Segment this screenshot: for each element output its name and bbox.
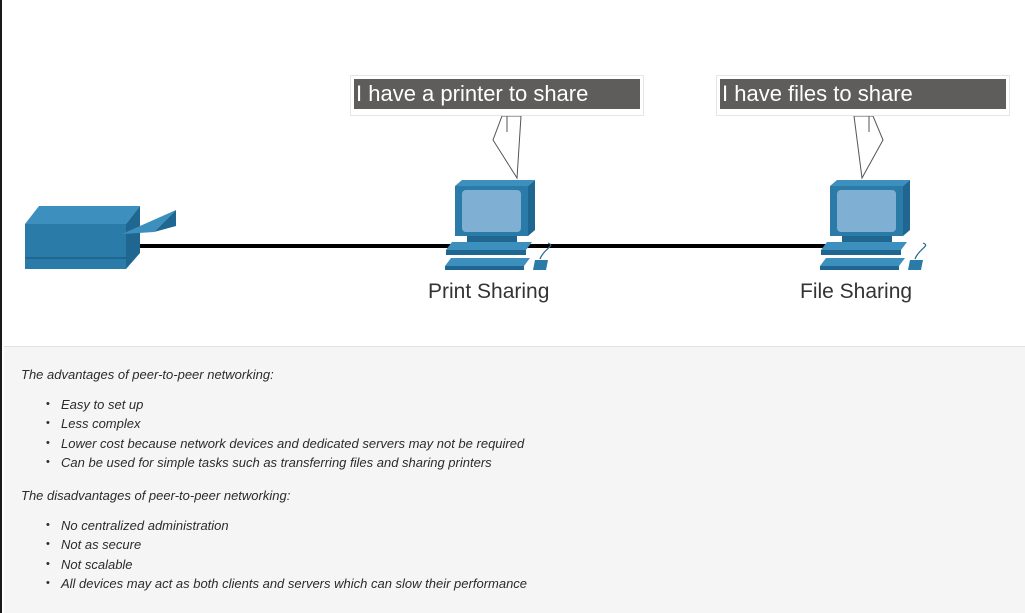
list-item: Not scalable [44, 555, 527, 575]
network-diagram: I have a printer to share I have files t… [4, 0, 1025, 346]
list-item: Can be used for simple tasks such as tra… [44, 453, 524, 473]
pc-icon-print-sharing [445, 180, 552, 270]
speech-bubble-printer-text: I have a printer to share [354, 79, 640, 109]
label-print-sharing: Print Sharing [428, 280, 550, 303]
description-panel: The advantages of peer-to-peer networkin… [4, 346, 1025, 613]
printer-icon [25, 206, 176, 269]
pc-icon-file-sharing [820, 180, 927, 270]
speech-bubble-files: I have files to share [716, 75, 1010, 116]
label-file-sharing: File Sharing [800, 280, 913, 303]
list-item: Easy to set up [44, 395, 524, 415]
list-item: Lower cost because network devices and d… [44, 434, 524, 454]
disadvantages-heading: The disadvantages of peer-to-peer networ… [21, 488, 291, 503]
speech-bubble-printer: I have a printer to share [350, 75, 644, 116]
list-item: Not as secure [44, 535, 527, 555]
disadvantages-list: No centralized administration Not as sec… [44, 516, 527, 593]
speech-bubble-files-text: I have files to share [720, 79, 1006, 109]
callout-pointer-print [492, 115, 522, 180]
diagram-canvas [25, 115, 927, 270]
advantages-list: Easy to set up Less complex Lower cost b… [44, 395, 524, 472]
list-item: All devices may act as both clients and … [44, 574, 527, 594]
callout-pointer-file [853, 115, 884, 180]
list-item: No centralized administration [44, 516, 527, 536]
advantages-heading: The advantages of peer-to-peer networkin… [21, 367, 274, 382]
list-item: Less complex [44, 414, 524, 434]
